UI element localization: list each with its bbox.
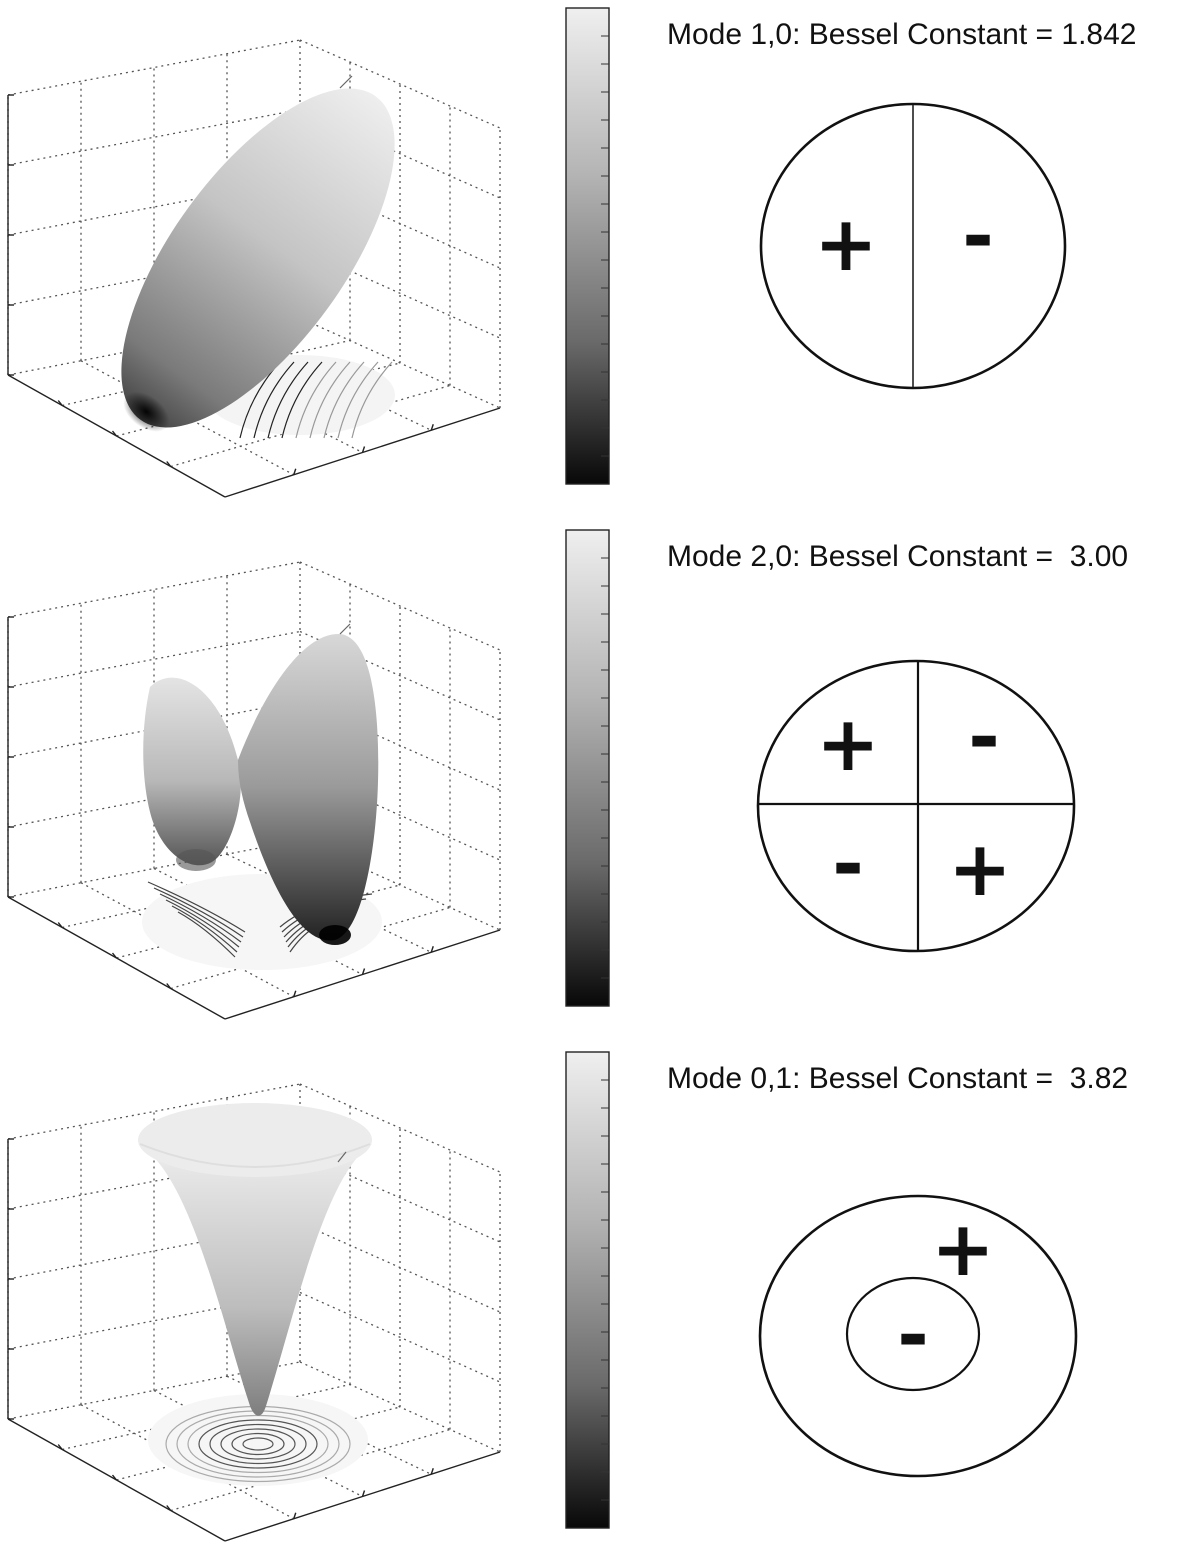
panels: Mode 1,0: Bessel Constant = 1.842+-Mode … — [7, 7, 1136, 1542]
colorbar-group — [565, 529, 610, 1007]
membrane-outline — [758, 1194, 1078, 1478]
colorbar — [565, 529, 610, 1007]
box-axes — [7, 616, 501, 1020]
sign-label: + — [948, 824, 1012, 913]
sign-label: - — [968, 692, 1000, 781]
panel-mode-1-0: Mode 1,0: Bessel Constant = 1.842 +- — [7, 7, 1136, 498]
box-axes — [7, 1138, 501, 1542]
surface-plot — [7, 561, 501, 1020]
colorbar-group — [565, 7, 610, 485]
colorbar-fill — [565, 1051, 610, 1529]
mode-title: Mode 0,1: Bessel Constant = 3.82 — [667, 1062, 1128, 1095]
membrane-outline — [756, 659, 1076, 953]
membrane-outline — [759, 102, 1067, 390]
box-axes — [7, 94, 501, 498]
panel-mode-0-1: Mode 0,1: Bessel Constant = 3.82 +- — [7, 1051, 1128, 1542]
sign-label: - — [897, 1290, 929, 1379]
colorbar — [565, 7, 610, 485]
sign-label: + — [816, 699, 880, 788]
surface-plot — [7, 39, 501, 498]
ellipsoid-surface — [121, 88, 395, 432]
nodal-diagram: +- — [759, 102, 1067, 390]
nodal-diagram: +- — [758, 1194, 1078, 1478]
cone-surface — [138, 1103, 372, 1416]
sign-label: - — [962, 191, 994, 280]
surface-seam — [337, 1151, 347, 1163]
surface-seam — [339, 623, 351, 635]
mode-title: Mode 2,0: Bessel Constant = 3.00 — [667, 540, 1128, 573]
sign-label: + — [814, 199, 878, 288]
saddle-surface — [143, 633, 379, 945]
surface-plot — [7, 1083, 501, 1542]
panel-mode-2-0: Mode 2,0: Bessel Constant = 3.00+--+ — [7, 529, 1128, 1020]
colorbar — [565, 1051, 610, 1529]
colorbar-fill — [565, 529, 610, 1007]
mode-title: Mode 1,0: Bessel Constant = 1.842 — [667, 18, 1136, 51]
sign-label: + — [931, 1204, 995, 1293]
nodal-circle — [845, 1276, 981, 1392]
nodal-diagram: +--+ — [756, 659, 1076, 953]
sign-label: - — [832, 819, 864, 908]
colorbar-group — [565, 1051, 610, 1529]
colorbar-fill — [565, 7, 610, 485]
surface-seam — [339, 75, 353, 89]
